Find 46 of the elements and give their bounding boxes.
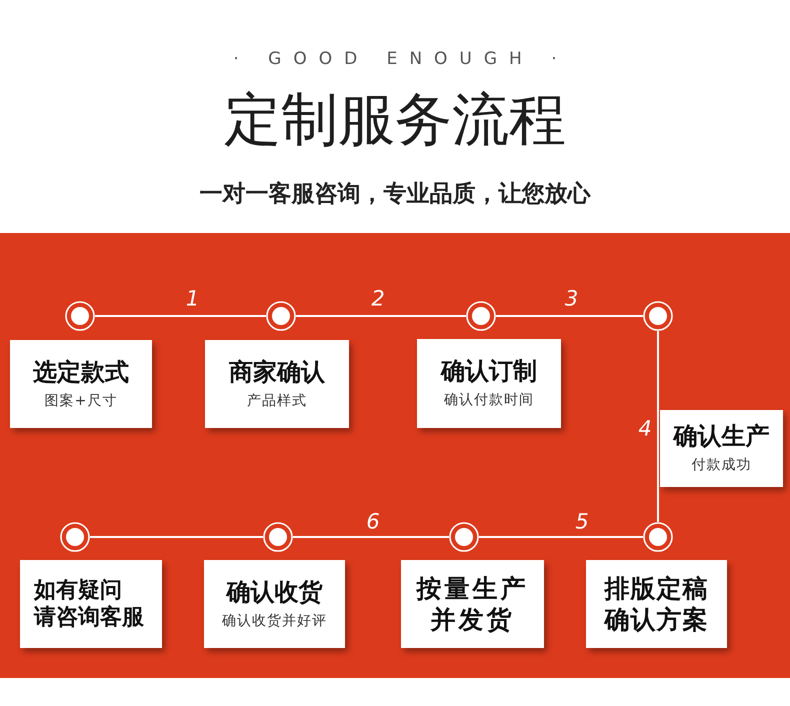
subtitle: 一对一客服咨询，专业品质，让您放心	[200, 180, 590, 209]
step-text: 排版定稿确认方案	[602, 572, 710, 636]
connector-line	[296, 315, 466, 317]
step-text: 请咨询客服	[34, 604, 144, 632]
step-description: 产品样式	[247, 392, 307, 411]
connector-line	[90, 536, 263, 538]
step-description: 图案+尺寸	[44, 392, 118, 411]
step-title: 确认收货	[226, 576, 322, 608]
step-description: 确认付款时间	[444, 391, 534, 410]
edge-label: 4	[638, 418, 652, 439]
step-card	[204, 560, 345, 648]
ring-dot-icon	[263, 522, 293, 552]
connector-line	[293, 536, 449, 538]
ring-dot-icon	[643, 522, 673, 552]
step-title: 确认订制	[441, 356, 537, 388]
edge-label: 5	[575, 512, 589, 532]
edge-label: 6	[366, 512, 380, 532]
edge-label: 3	[564, 288, 578, 310]
ring-dot-icon	[266, 301, 296, 331]
edge-label: 2	[371, 288, 385, 310]
step-description: 付款成功	[692, 456, 752, 476]
page-title: 定制服务流程	[224, 86, 566, 154]
edge-label: 1	[186, 288, 200, 310]
step-card	[586, 560, 727, 648]
step-title: 确认生产	[674, 421, 770, 452]
tagline: · GOOD ENOUGH ·	[232, 49, 569, 70]
step-card	[205, 340, 349, 428]
step-text: 按量生产并发货	[415, 572, 530, 636]
step-card	[401, 560, 544, 648]
step-description: 确认收货并好评	[222, 612, 327, 631]
ring-dot-icon	[65, 301, 95, 331]
connector-line	[496, 315, 643, 317]
connector-line	[95, 315, 266, 317]
step-title: 商家确认	[229, 356, 325, 388]
step-card	[20, 560, 162, 648]
step-title: 选定款式	[33, 356, 129, 388]
ring-dot-icon	[449, 522, 479, 552]
ring-dot-icon	[60, 522, 90, 552]
ring-dot-icon	[643, 301, 673, 331]
connector-line	[657, 331, 659, 522]
step-text: 如有疑问	[34, 576, 122, 604]
step-card	[10, 340, 152, 428]
connector-line	[479, 536, 643, 538]
ring-dot-icon	[466, 301, 496, 331]
step-card	[660, 410, 783, 487]
step-card	[417, 339, 561, 428]
